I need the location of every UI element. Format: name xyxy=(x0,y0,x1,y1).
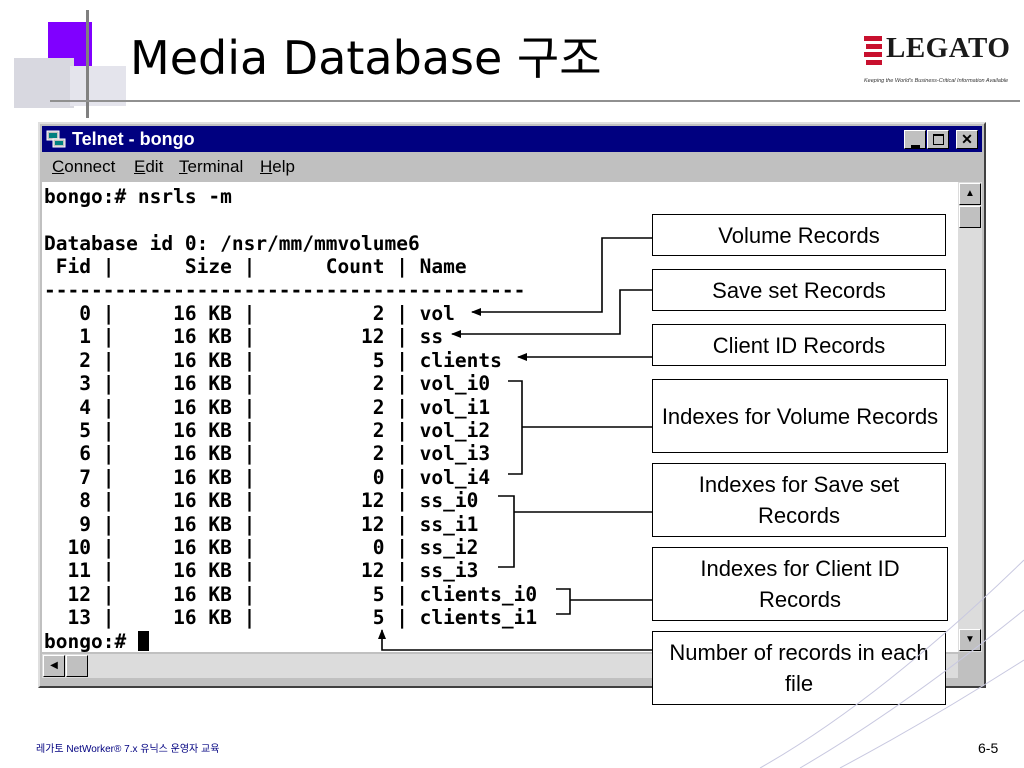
vertical-scroll-thumb[interactable] xyxy=(959,206,981,228)
callout-volume-records: Volume Records xyxy=(652,214,946,256)
maximize-icon xyxy=(932,134,944,145)
callout-volume-indexes: Indexes for Volume Records xyxy=(652,379,948,453)
callout-clientid-indexes: Indexes for Client ID Records xyxy=(652,547,948,621)
decor-horizontal-line xyxy=(50,100,1020,102)
terminal-line: 12 | 16 KB | 5 | clients_i0 xyxy=(44,582,538,606)
legato-mark-icon xyxy=(864,36,882,65)
terminal-line: Fid | Size | Count | Name xyxy=(44,255,467,279)
terminal-line: 1 | 16 KB | 12 | ss xyxy=(44,325,444,349)
terminal-line: 3 | 16 KB | 2 | vol_i0 xyxy=(44,372,491,396)
menu-terminal[interactable]: Terminal xyxy=(179,157,244,176)
decor-gray-square-2 xyxy=(70,66,126,106)
terminal-screen[interactable]: bongo:# nsrls -m Database id 0: /nsr/mm/m… xyxy=(42,182,958,652)
terminal-line: 10 | 16 KB | 0 | ss_i2 xyxy=(44,536,479,559)
menu-help[interactable]: Help xyxy=(260,157,295,176)
callout-record-count: Number of records in each file xyxy=(652,631,946,705)
callout-saveset-records: Save set Records xyxy=(652,269,946,311)
terminal-line: 13 | 16 KB | 5 | clients_i1 xyxy=(44,606,538,630)
decor-vertical-line xyxy=(86,10,89,118)
decor-gray-square xyxy=(14,58,74,108)
scroll-up-button[interactable]: ▲ xyxy=(959,183,981,205)
minimize-button[interactable] xyxy=(904,130,926,149)
connector-saveset-records xyxy=(451,289,652,338)
terminal-prompt: bongo:# xyxy=(44,629,138,652)
terminal-line: 5 | 16 KB | 2 | vol_i2 xyxy=(44,419,491,442)
arrow-left-icon: ◀ xyxy=(50,660,58,671)
terminal-line: 8 | 16 KB | 12 | ss_i0 xyxy=(44,489,479,513)
menu-connect[interactable]: Connect xyxy=(52,157,116,176)
window-titlebar[interactable]: Telnet - bongo ✕ xyxy=(42,126,982,152)
close-button[interactable]: ✕ xyxy=(956,130,978,149)
menu-edit[interactable]: Edit xyxy=(134,157,164,176)
scroll-down-button[interactable]: ▼ xyxy=(959,629,981,651)
terminal-line: 11 | 16 KB | 12 | ss_i3 xyxy=(44,559,479,583)
arrow-up-icon: ▲ xyxy=(965,188,975,199)
terminal-prompt-line: bongo:# xyxy=(44,629,149,652)
logo-wordmark: LEGATO xyxy=(886,32,1011,64)
bracket-saveset-indexes xyxy=(498,495,515,568)
menu-bar: Connect Edit Terminal Help xyxy=(42,154,982,180)
bracket-clientid-indexes xyxy=(556,588,571,615)
callout-saveset-indexes: Indexes for Save set Records xyxy=(652,463,946,537)
vertical-scrollbar[interactable]: ▲ ▼ xyxy=(958,182,982,652)
minimize-icon xyxy=(910,145,920,148)
window-title: Telnet - bongo xyxy=(72,129,195,149)
terminal-line: 6 | 16 KB | 2 | vol_i3 xyxy=(44,442,491,466)
scroll-left-button[interactable]: ◀ xyxy=(43,655,65,677)
close-icon: ✕ xyxy=(961,131,973,147)
logo-tagline: Keeping the World's Business-Critical In… xyxy=(864,78,1009,84)
terminal-line: 9 | 16 KB | 12 | ss_i1 xyxy=(44,512,479,536)
footer-course-label: 레가토 NetWorker® 7.x 유닉스 운영자 교육 xyxy=(36,744,220,755)
terminal-line: Database id 0: /nsr/mm/mmvolume6 xyxy=(44,231,420,255)
terminal-line: 4 | 16 KB | 2 | vol_i1 xyxy=(44,395,491,419)
callout-clientid-records: Client ID Records xyxy=(652,324,946,366)
connector-volume-records xyxy=(471,237,652,316)
connector-record-count xyxy=(378,629,652,651)
maximize-button[interactable] xyxy=(927,130,949,149)
terminal-line: ----------------------------------------… xyxy=(44,278,526,302)
page-title: Media Database 구조 xyxy=(130,31,602,85)
terminal-cursor xyxy=(137,630,149,651)
page-number: 6-5 xyxy=(978,740,999,756)
terminal-line: bongo:# nsrls -m xyxy=(44,185,232,208)
horizontal-scroll-thumb[interactable] xyxy=(66,655,88,677)
terminal-line: 2 | 16 KB | 5 | clients xyxy=(44,348,502,372)
arrow-down-icon: ▼ xyxy=(965,634,975,645)
legato-logo: LEGATO Keeping the World's Business-Crit… xyxy=(864,32,1016,92)
terminal-line: 0 | 16 KB | 2 | vol xyxy=(44,302,455,325)
telnet-app-icon[interactable] xyxy=(46,130,66,148)
terminal-line: 7 | 16 KB | 0 | vol_i4 xyxy=(44,465,491,489)
